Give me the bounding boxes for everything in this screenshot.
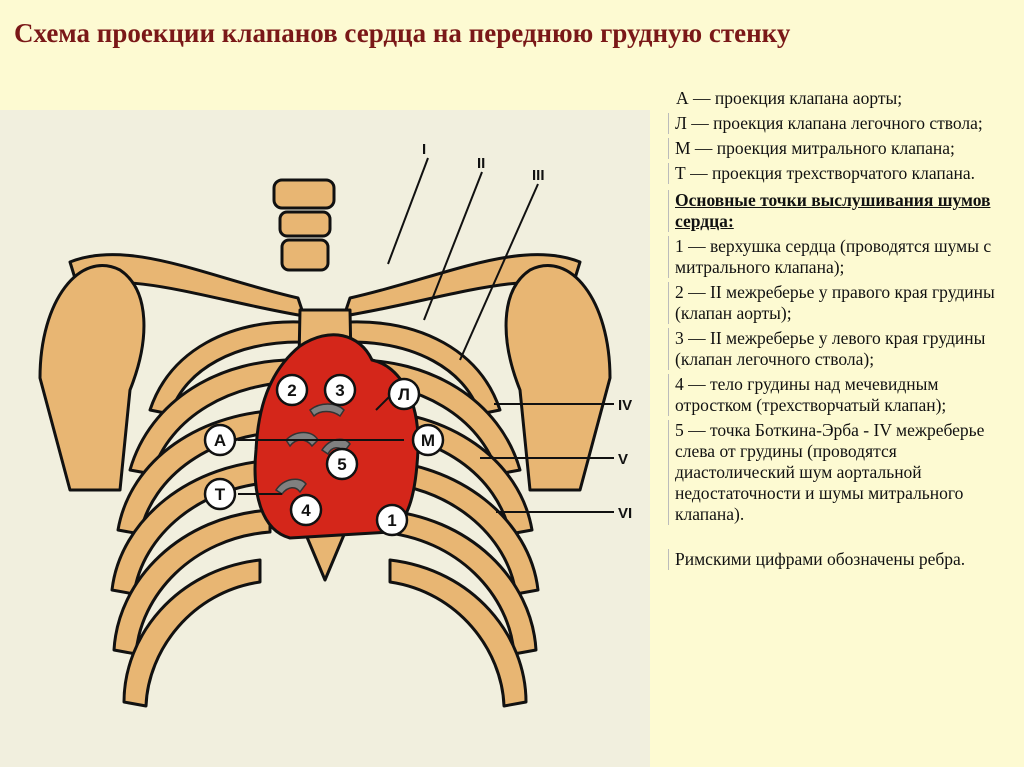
valve-label-t: Т: [215, 485, 226, 504]
auscultation-header-text: Основные точки выслушивания шумов сердца: [675, 190, 990, 231]
leader-line-rib-1: [388, 158, 428, 264]
rib-label-3: III: [532, 167, 545, 184]
legend-point-5: 5 — точка Боткина-Эрба - IV межреберье с…: [668, 420, 1018, 525]
legend-point-2: 2 — II межреберье у правого края грудины…: [668, 282, 1018, 324]
legend-roman-note: Римскими цифрами обозначены ребра.: [668, 549, 1018, 570]
vertebra: [274, 180, 334, 208]
auscultation-header: Основные точки выслушивания шумов сердца…: [668, 190, 1018, 232]
valve-label-a: А: [214, 431, 226, 450]
leader-line-rib-2: [424, 172, 482, 320]
rib-label-6: VI: [618, 505, 632, 522]
legend-point-4: 4 — тело грудины над мечевидным отростко…: [668, 374, 1018, 416]
vertebra: [282, 240, 328, 270]
valve-label-m: М: [421, 431, 435, 450]
legend-a: А — проекция клапана аорты;: [668, 88, 1018, 109]
legend-l: Л — проекция клапана легочного ствола;: [668, 113, 1018, 134]
point-5-label: 5: [337, 455, 346, 474]
point-1-label: 1: [387, 511, 396, 530]
rib-label-1: I: [422, 141, 426, 158]
legend: А — проекция клапана аорты; Л — проекция…: [668, 88, 1018, 574]
point-4-label: 4: [301, 501, 311, 520]
point-2-label: 2: [287, 381, 296, 400]
page-title: Схема проекции клапанов сердца на передн…: [14, 18, 1014, 49]
rib-label-5: V: [618, 451, 628, 468]
legend-point-3: 3 — II межреберье у левого края грудины …: [668, 328, 1018, 370]
chest-diagram-panel: А Л М Т 1 2 3 4 5 I II III IV V VI: [0, 110, 650, 767]
legend-t: Т — проекция трехстворчатого клапана.: [668, 163, 1018, 184]
chest-diagram: А Л М Т 1 2 3 4 5 I II III IV V VI: [0, 110, 650, 767]
valve-label-l: Л: [398, 385, 410, 404]
point-3-label: 3: [335, 381, 344, 400]
rib-label-4: IV: [618, 397, 632, 414]
right-shoulder: [40, 266, 144, 490]
legend-m: М — проекция митрального клапана;: [668, 138, 1018, 159]
left-shoulder: [506, 266, 610, 490]
vertebra: [280, 212, 330, 236]
legend-point-1: 1 — верхушка сердца (проводятся шумы с м…: [668, 236, 1018, 278]
rib-label-2: II: [477, 155, 485, 172]
